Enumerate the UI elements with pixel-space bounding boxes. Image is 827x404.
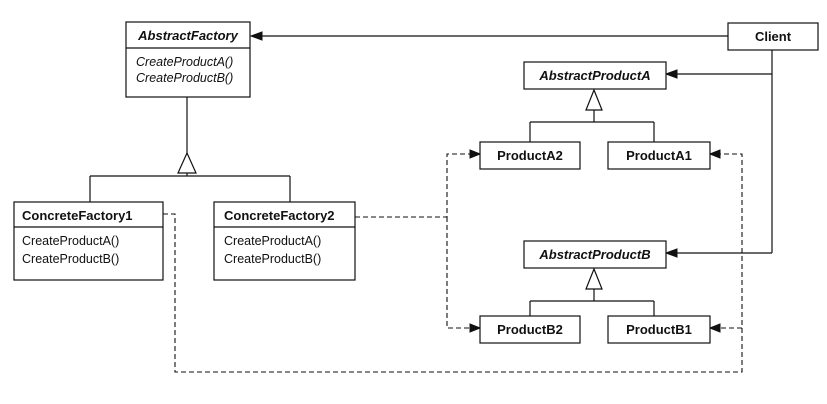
client-class: Client <box>727 22 819 51</box>
arrowhead-product-a2 <box>469 149 482 159</box>
abstract-product-b-name: AbstractProductB <box>538 247 650 262</box>
concrete-factory-2-name: ConcreteFactory2 <box>224 208 335 223</box>
factory2-to-product-b2-dashed <box>446 217 470 329</box>
arrowhead-product-b2 <box>469 323 482 333</box>
client-name: Client <box>755 29 792 44</box>
abstract-product-b-class: AbstractProductB <box>523 240 667 269</box>
product-b1-class: ProductB1 <box>607 315 711 344</box>
abstract-factory-op-a: CreateProductA() <box>136 55 233 69</box>
abstract-product-a-class: AbstractProductA <box>523 61 667 90</box>
product-b1-name: ProductB1 <box>626 322 692 337</box>
product-b2-class: ProductB2 <box>479 315 581 344</box>
factory-inheritance-triangle <box>177 151 197 174</box>
concrete-factory-2-op-b: CreateProductB() <box>224 252 321 266</box>
concrete-factory-2-op-a: CreateProductA() <box>224 234 321 248</box>
concrete-factory-2-class: ConcreteFactory2 CreateProductA() Create… <box>213 201 356 281</box>
concrete-factory-1-name: ConcreteFactory1 <box>22 208 133 223</box>
arrowhead-abstract-product-b <box>664 248 678 258</box>
product-a1-name: ProductA1 <box>626 148 692 163</box>
product-a-inheritance-triangle <box>585 88 603 111</box>
abstract-factory-name: AbstractFactory <box>137 28 238 43</box>
factory2-to-product-a2-dashed <box>355 153 470 218</box>
arrowhead-abstract-factory <box>249 31 263 41</box>
abstract-factory-op-b: CreateProductB() <box>136 71 233 85</box>
abstract-factory-class: AbstractFactory CreateProductA() CreateP… <box>125 21 251 98</box>
product-a2-name: ProductA2 <box>497 148 563 163</box>
product-b2-name: ProductB2 <box>497 322 563 337</box>
arrowhead-product-a1 <box>708 149 721 159</box>
concrete-factory-1-class: ConcreteFactory1 CreateProductA() Create… <box>13 201 164 281</box>
product-a2-class: ProductA2 <box>479 141 581 170</box>
connectors <box>89 31 773 373</box>
arrowhead-product-b1 <box>708 323 721 333</box>
concrete-factory-1-op-b: CreateProductB() <box>22 252 119 266</box>
factory1-to-products-dashed <box>163 153 743 373</box>
abstract-product-a-name: AbstractProductA <box>538 68 650 83</box>
arrowhead-abstract-product-a <box>664 69 678 79</box>
product-a1-class: ProductA1 <box>607 141 711 170</box>
concrete-factory-1-op-a: CreateProductA() <box>22 234 119 248</box>
product-b-inheritance-triangle <box>585 267 603 290</box>
